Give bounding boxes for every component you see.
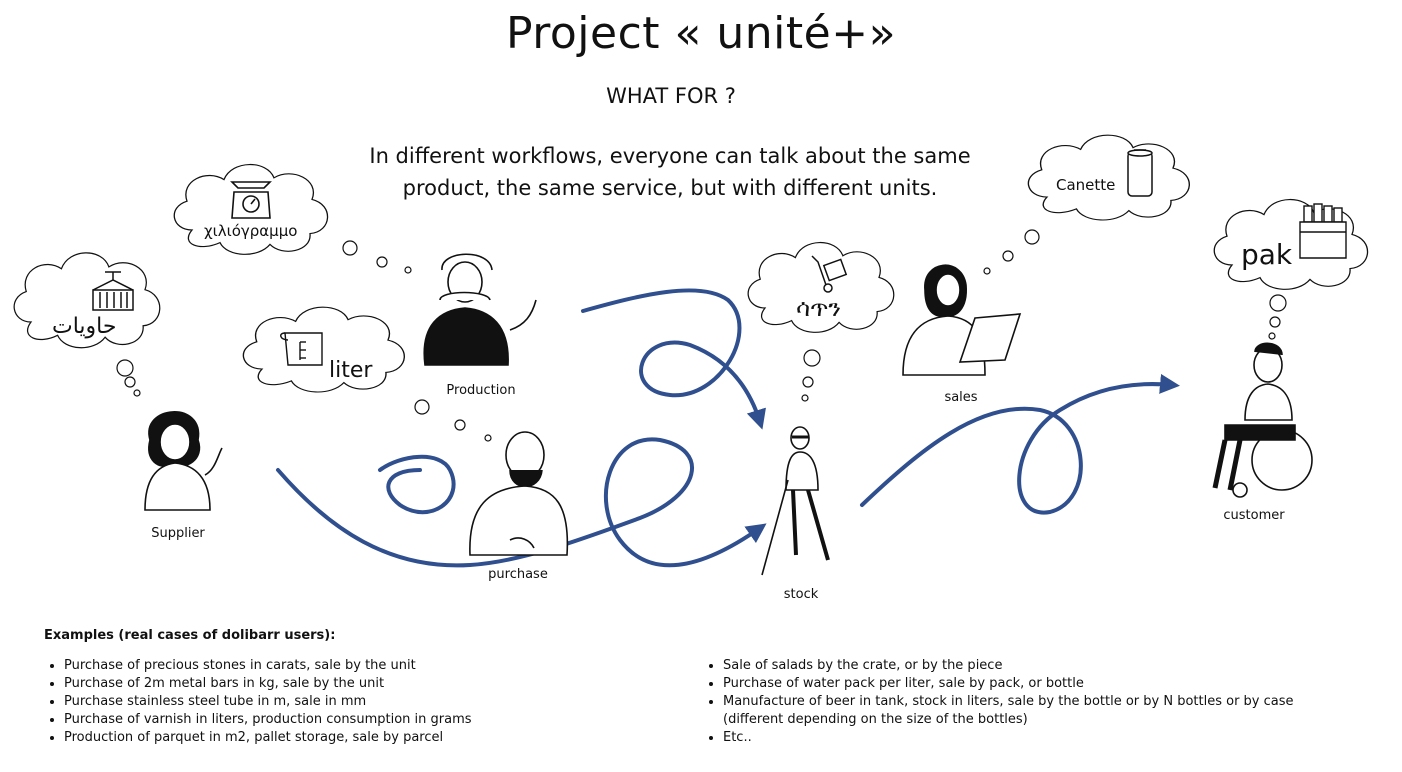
list-item: Purchase of varnish in liters, productio…: [64, 711, 694, 729]
supplier-figure: [144, 411, 223, 511]
purchase-label: purchase: [488, 567, 548, 582]
list-item: Etc..: [723, 729, 1323, 747]
stock-label: stock: [783, 587, 819, 602]
examples-left-list: Purchase of precious stones in carats, s…: [44, 657, 694, 747]
hand-truck-icon: [811, 255, 848, 293]
list-item: Purchase of 2m metal bars in kg, sale by…: [64, 675, 694, 693]
can-icon: [1127, 149, 1153, 197]
cloud-liter: [242, 306, 405, 393]
pak-unit-label: pak: [1241, 238, 1293, 271]
arrow-production-stock: [581, 288, 766, 430]
list-item: Purchase of precious stones in carats, s…: [64, 657, 694, 675]
arrow-purchase-loop: [378, 454, 456, 515]
scale-icon: [230, 181, 272, 219]
list-item: Manufacture of beer in tank, stock in li…: [723, 693, 1323, 729]
arrow-supplier-stock: [276, 437, 767, 568]
measuring-cup-icon: [280, 332, 323, 366]
list-item: Production of parquet in m2, pallet stor…: [64, 729, 694, 747]
examples-right-list: Sale of salads by the crate, or by the p…: [703, 657, 1323, 747]
supplier-label: Supplier: [151, 526, 205, 541]
examples-heading: Examples (real cases of dolibarr users):: [44, 628, 336, 643]
production-label: Production: [446, 383, 516, 398]
intro-text: In different workflows, everyone can tal…: [369, 144, 971, 200]
production-figure: [423, 253, 537, 366]
list-item: Purchase of water pack per liter, sale b…: [723, 675, 1323, 693]
purchase-figure: [469, 431, 569, 556]
list-item: Sale of salads by the crate, or by the p…: [723, 657, 1323, 675]
sales-label: sales: [944, 390, 978, 405]
canette-unit-label: Canette: [1056, 176, 1116, 194]
list-item: Purchase stainless steel tube in m, sale…: [64, 693, 694, 711]
stock-figure: [761, 426, 830, 576]
sales-figure: [902, 264, 1022, 376]
customer-label: customer: [1223, 508, 1285, 523]
kilo-unit-label: χιλιόγραμμο: [204, 222, 298, 240]
customer-figure: [1212, 342, 1313, 498]
page-title: Project « unité+»: [505, 8, 897, 59]
supplier-unit-label: حاويات: [52, 314, 117, 339]
bottle-crate-icon: [1299, 203, 1347, 259]
stock-unit-label: ሳጥን: [796, 294, 841, 322]
container-icon: [92, 271, 134, 311]
examples-section: Examples (real cases of dolibarr users):…: [44, 628, 1374, 747]
page-subtitle: WHAT FOR ?: [606, 84, 736, 108]
liter-unit-label: liter: [329, 358, 373, 383]
arrow-stock-customer: [860, 373, 1180, 515]
